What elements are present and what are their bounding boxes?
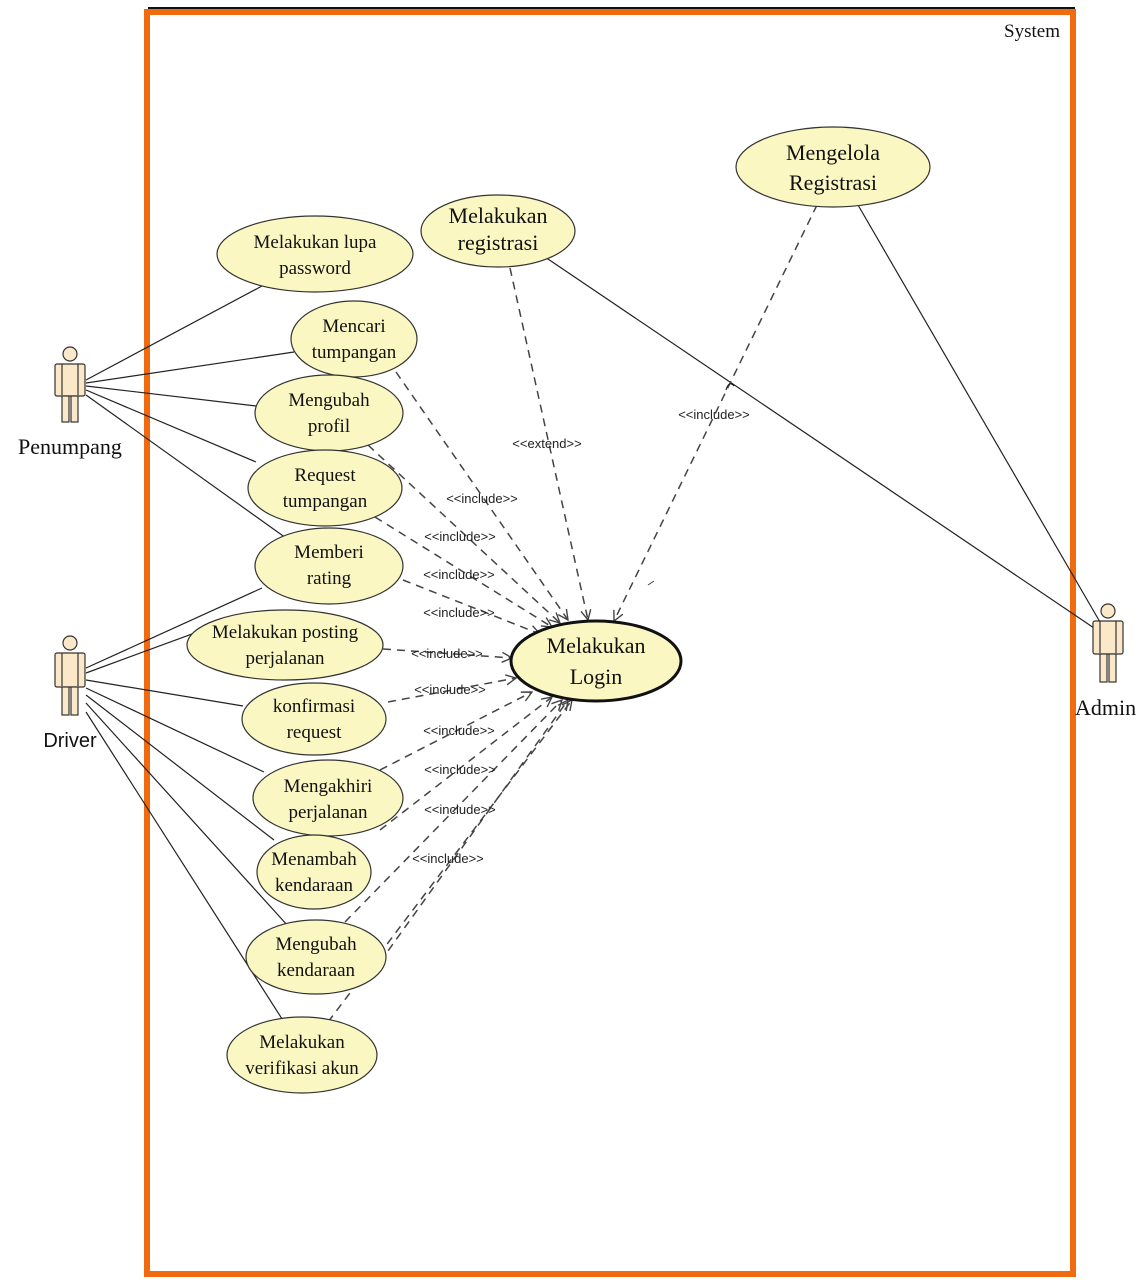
label-include-4: <<include>> xyxy=(423,605,495,620)
usecase-memberi-rating[interactable]: Memberi rating xyxy=(254,527,404,605)
svg-text:Login: Login xyxy=(570,664,623,689)
label-include-8: <<include>> xyxy=(424,762,496,777)
svg-text:Mengubah: Mengubah xyxy=(275,934,357,955)
svg-text:Memberi: Memberi xyxy=(294,542,364,563)
label-include-7: <<include>> xyxy=(423,723,495,738)
stray-mark xyxy=(647,580,655,586)
label-extend: <<extend>> xyxy=(512,436,581,451)
label-include-10: <<include>> xyxy=(412,851,484,866)
usecase-melakukan-registrasi[interactable]: Melakukan registrasi xyxy=(420,194,576,268)
svg-text:Request: Request xyxy=(294,465,356,486)
svg-text:Melakukan: Melakukan xyxy=(449,203,548,228)
actor-admin[interactable]: Admin xyxy=(1075,603,1136,720)
label-include-3: <<include>> xyxy=(423,567,495,582)
usecase-posting-perjalanan[interactable]: Melakukan posting perjalanan xyxy=(186,609,384,681)
usecase-menambah-kendaraan[interactable]: Menambah kendaraan xyxy=(256,834,372,910)
svg-text:Mengubah: Mengubah xyxy=(288,390,370,411)
usecase-mengubah-kendaraan[interactable]: Mengubah kendaraan xyxy=(245,919,387,995)
actor-penumpang[interactable]: Penumpang xyxy=(18,346,122,459)
line-crossing-mark xyxy=(725,383,735,391)
svg-text:tumpangan: tumpangan xyxy=(312,342,397,363)
svg-text:Melakukan: Melakukan xyxy=(259,1032,345,1053)
usecase-mencari-tumpangan[interactable]: Mencari tumpangan xyxy=(290,300,418,378)
system-label: System xyxy=(1004,21,1060,42)
svg-text:password: password xyxy=(279,258,351,279)
person-icon xyxy=(54,346,86,423)
svg-text:registrasi: registrasi xyxy=(458,230,539,255)
label-include-2: <<include>> xyxy=(424,529,496,544)
svg-text:Registrasi: Registrasi xyxy=(789,170,877,195)
usecase-request-tumpangan[interactable]: Request tumpangan xyxy=(247,449,403,527)
person-icon xyxy=(1092,603,1124,683)
svg-text:kendaraan: kendaraan xyxy=(277,960,356,981)
usecase-mengelola-registrasi[interactable]: Mengelola Registrasi xyxy=(735,126,931,208)
actor-label: Driver xyxy=(43,730,97,752)
label-include-9: <<include>> xyxy=(424,802,496,817)
svg-text:kendaraan: kendaraan xyxy=(275,875,354,896)
svg-text:Melakukan lupa: Melakukan lupa xyxy=(254,232,378,253)
label-include-5: <<include>> xyxy=(411,646,483,661)
actor-label: Admin xyxy=(1075,695,1136,720)
usecase-lupa-password[interactable]: Melakukan lupa password xyxy=(216,215,414,293)
label-include-1: <<include>> xyxy=(446,491,518,506)
svg-text:profil: profil xyxy=(308,416,350,437)
system-boundary xyxy=(144,9,1076,1277)
svg-text:Menambah: Menambah xyxy=(271,849,357,870)
actor-driver[interactable]: Driver xyxy=(43,635,97,752)
stereotype-labels: <<include>> <<include>> <<include>> <<in… xyxy=(411,407,750,866)
svg-text:Mengakhiri: Mengakhiri xyxy=(284,776,373,797)
svg-text:perjalanan: perjalanan xyxy=(288,802,368,823)
svg-text:perjalanan: perjalanan xyxy=(245,648,325,669)
svg-text:rating: rating xyxy=(307,568,352,589)
person-icon xyxy=(54,635,86,716)
svg-text:Melakukan: Melakukan xyxy=(547,633,646,658)
svg-text:request: request xyxy=(287,722,343,743)
usecase-mengakhiri-perjalanan[interactable]: Mengakhiri perjalanan xyxy=(252,759,404,837)
associations xyxy=(85,204,1101,1023)
label-include-admin: <<include>> xyxy=(678,407,750,422)
usecase-mengubah-profil[interactable]: Mengubah profil xyxy=(254,374,404,452)
usecase-verifikasi-akun[interactable]: Melakukan verifikasi akun xyxy=(226,1016,378,1094)
svg-text:tumpangan: tumpangan xyxy=(283,491,368,512)
usecase-konfirmasi-request[interactable]: konfirmasi request xyxy=(241,682,387,756)
svg-text:Melakukan posting: Melakukan posting xyxy=(212,622,359,643)
dependencies xyxy=(327,204,818,1023)
svg-text:Mencari: Mencari xyxy=(322,316,385,337)
usecase-melakukan-login[interactable]: Melakukan Login xyxy=(509,619,683,703)
svg-text:Mengelola: Mengelola xyxy=(786,140,880,165)
svg-text:verifikasi akun: verifikasi akun xyxy=(245,1058,359,1079)
label-include-6: <<include>> xyxy=(414,682,486,697)
actor-label: Penumpang xyxy=(18,434,122,459)
svg-text:konfirmasi: konfirmasi xyxy=(273,696,355,717)
